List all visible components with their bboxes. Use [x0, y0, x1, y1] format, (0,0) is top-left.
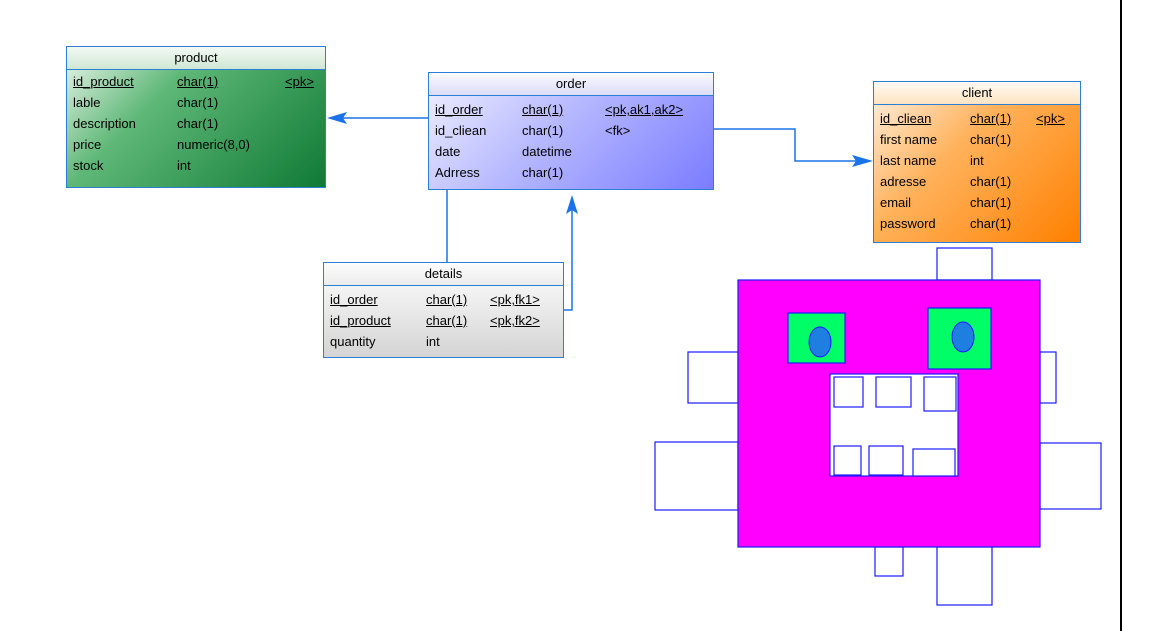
attribute-key: <pk,fk1>: [490, 292, 540, 307]
attribute-key: <pk>: [1036, 111, 1065, 126]
order-client-link: [714, 128, 866, 162]
attribute-row: id_cliean char(1) <fk>: [435, 120, 713, 141]
attribute-name: id_cliean: [435, 123, 487, 138]
attribute-name: id_product: [73, 74, 134, 89]
arrow-to-product: [327, 112, 347, 124]
monster-right-box-upper: [1039, 351, 1057, 404]
attribute-row: adresse char(1): [880, 171, 1080, 192]
monster-left-box-upper: [687, 351, 739, 404]
attribute-row: first name char(1): [880, 129, 1080, 150]
attribute-type: char(1): [522, 165, 564, 180]
attribute-name: email: [880, 195, 912, 210]
attribute-name: description: [73, 116, 136, 131]
attribute-name: adresse: [880, 174, 927, 189]
attribute-name: lable: [73, 95, 101, 110]
attribute-type: datetime: [522, 144, 572, 159]
attribute-name: quantity: [330, 334, 376, 349]
attribute-name: Adrress: [435, 165, 480, 180]
attribute-type: char(1): [970, 174, 1012, 189]
monster-tooth: [833, 445, 862, 476]
monster-tooth: [923, 376, 957, 412]
attribute-name: id_product: [330, 313, 391, 328]
monster-right-box-lower: [1039, 442, 1102, 510]
attribute-type: numeric(8,0): [177, 137, 250, 152]
entity-attributes: id_order char(1) <pk,fk1> id_product cha…: [324, 286, 563, 352]
attribute-row: Adrress char(1): [435, 162, 713, 183]
attribute-row: date datetime: [435, 141, 713, 162]
attribute-type: int: [970, 153, 984, 168]
attribute-row: lable char(1): [73, 92, 325, 113]
entity-attributes: id_cliean char(1) <pk> first name char(1…: [874, 105, 1080, 234]
attribute-key: <pk,fk2>: [490, 313, 540, 328]
entity-attributes: id_order char(1) <pk,ak1,ak2> id_cliean …: [429, 96, 713, 183]
attribute-row: id_product char(1) <pk>: [73, 71, 325, 92]
attribute-type: char(1): [426, 313, 468, 328]
entity-details[interactable]: details id_order char(1) <pk,fk1> id_pro…: [323, 262, 564, 358]
attribute-row: last name int: [880, 150, 1080, 171]
attribute-row: id_order char(1) <pk,fk1>: [330, 289, 563, 310]
attribute-name: date: [435, 144, 461, 159]
canvas-edge: [1120, 0, 1122, 631]
arrow-to-order: [566, 195, 578, 214]
entity-title: client: [874, 82, 1080, 105]
monster-left-box-lower: [654, 441, 739, 511]
attribute-name: last name: [880, 153, 937, 168]
attribute-type: char(1): [177, 116, 219, 131]
attribute-key: <fk>: [605, 123, 631, 138]
attribute-row: quantity int: [330, 331, 563, 352]
attribute-name: id_order: [435, 102, 483, 117]
attribute-type: char(1): [970, 195, 1012, 210]
entity-title: order: [429, 73, 713, 96]
attribute-row: email char(1): [880, 192, 1080, 213]
monster-right-pupil: [951, 321, 975, 353]
attribute-key: <pk>: [285, 74, 314, 89]
attribute-row: id_product char(1) <pk,fk2>: [330, 310, 563, 331]
monster-tooth: [912, 448, 956, 477]
attribute-type: char(1): [426, 292, 468, 307]
attribute-type: char(1): [970, 132, 1012, 147]
attribute-name: id_order: [330, 292, 378, 307]
attribute-type: int: [426, 334, 440, 349]
attribute-row: password char(1): [880, 213, 1080, 234]
attribute-key: <pk,ak1,ak2>: [605, 102, 684, 117]
monster-bottom-box-large: [936, 546, 993, 606]
entity-client[interactable]: client id_cliean char(1) <pk> first name…: [873, 81, 1081, 243]
attribute-row: id_cliean char(1) <pk>: [880, 108, 1080, 129]
entity-title: details: [324, 263, 563, 286]
arrow-to-client: [852, 155, 873, 167]
attribute-name: price: [73, 137, 102, 152]
monster-bottom-box-small: [874, 546, 904, 577]
entity-product[interactable]: product id_product char(1) <pk> lable ch…: [66, 46, 326, 188]
attribute-type: char(1): [970, 216, 1012, 231]
attribute-name: first name: [880, 132, 938, 147]
attribute-type: char(1): [177, 74, 219, 89]
attribute-type: int: [177, 158, 191, 173]
attribute-type: char(1): [522, 102, 564, 117]
attribute-row: id_order char(1) <pk,ak1,ak2>: [435, 99, 713, 120]
entity-title: product: [67, 47, 325, 70]
monster-tooth: [833, 376, 864, 408]
monster-top-box: [936, 247, 993, 281]
attribute-name: password: [880, 216, 936, 231]
monster-left-pupil: [808, 326, 832, 358]
entity-order[interactable]: order id_order char(1) <pk,ak1,ak2> id_c…: [428, 72, 714, 190]
attribute-row: stock int: [73, 155, 325, 176]
details-order-link: [564, 202, 573, 311]
attribute-row: price numeric(8,0): [73, 134, 325, 155]
entity-attributes: id_product char(1) <pk> lable char(1) de…: [67, 70, 325, 176]
monster-tooth: [868, 445, 904, 476]
monster-tooth: [875, 376, 912, 408]
attribute-type: char(1): [970, 111, 1012, 126]
attribute-name: id_cliean: [880, 111, 932, 126]
attribute-name: stock: [73, 158, 104, 173]
attribute-row: description char(1): [73, 113, 325, 134]
attribute-type: char(1): [177, 95, 219, 110]
attribute-type: char(1): [522, 123, 564, 138]
